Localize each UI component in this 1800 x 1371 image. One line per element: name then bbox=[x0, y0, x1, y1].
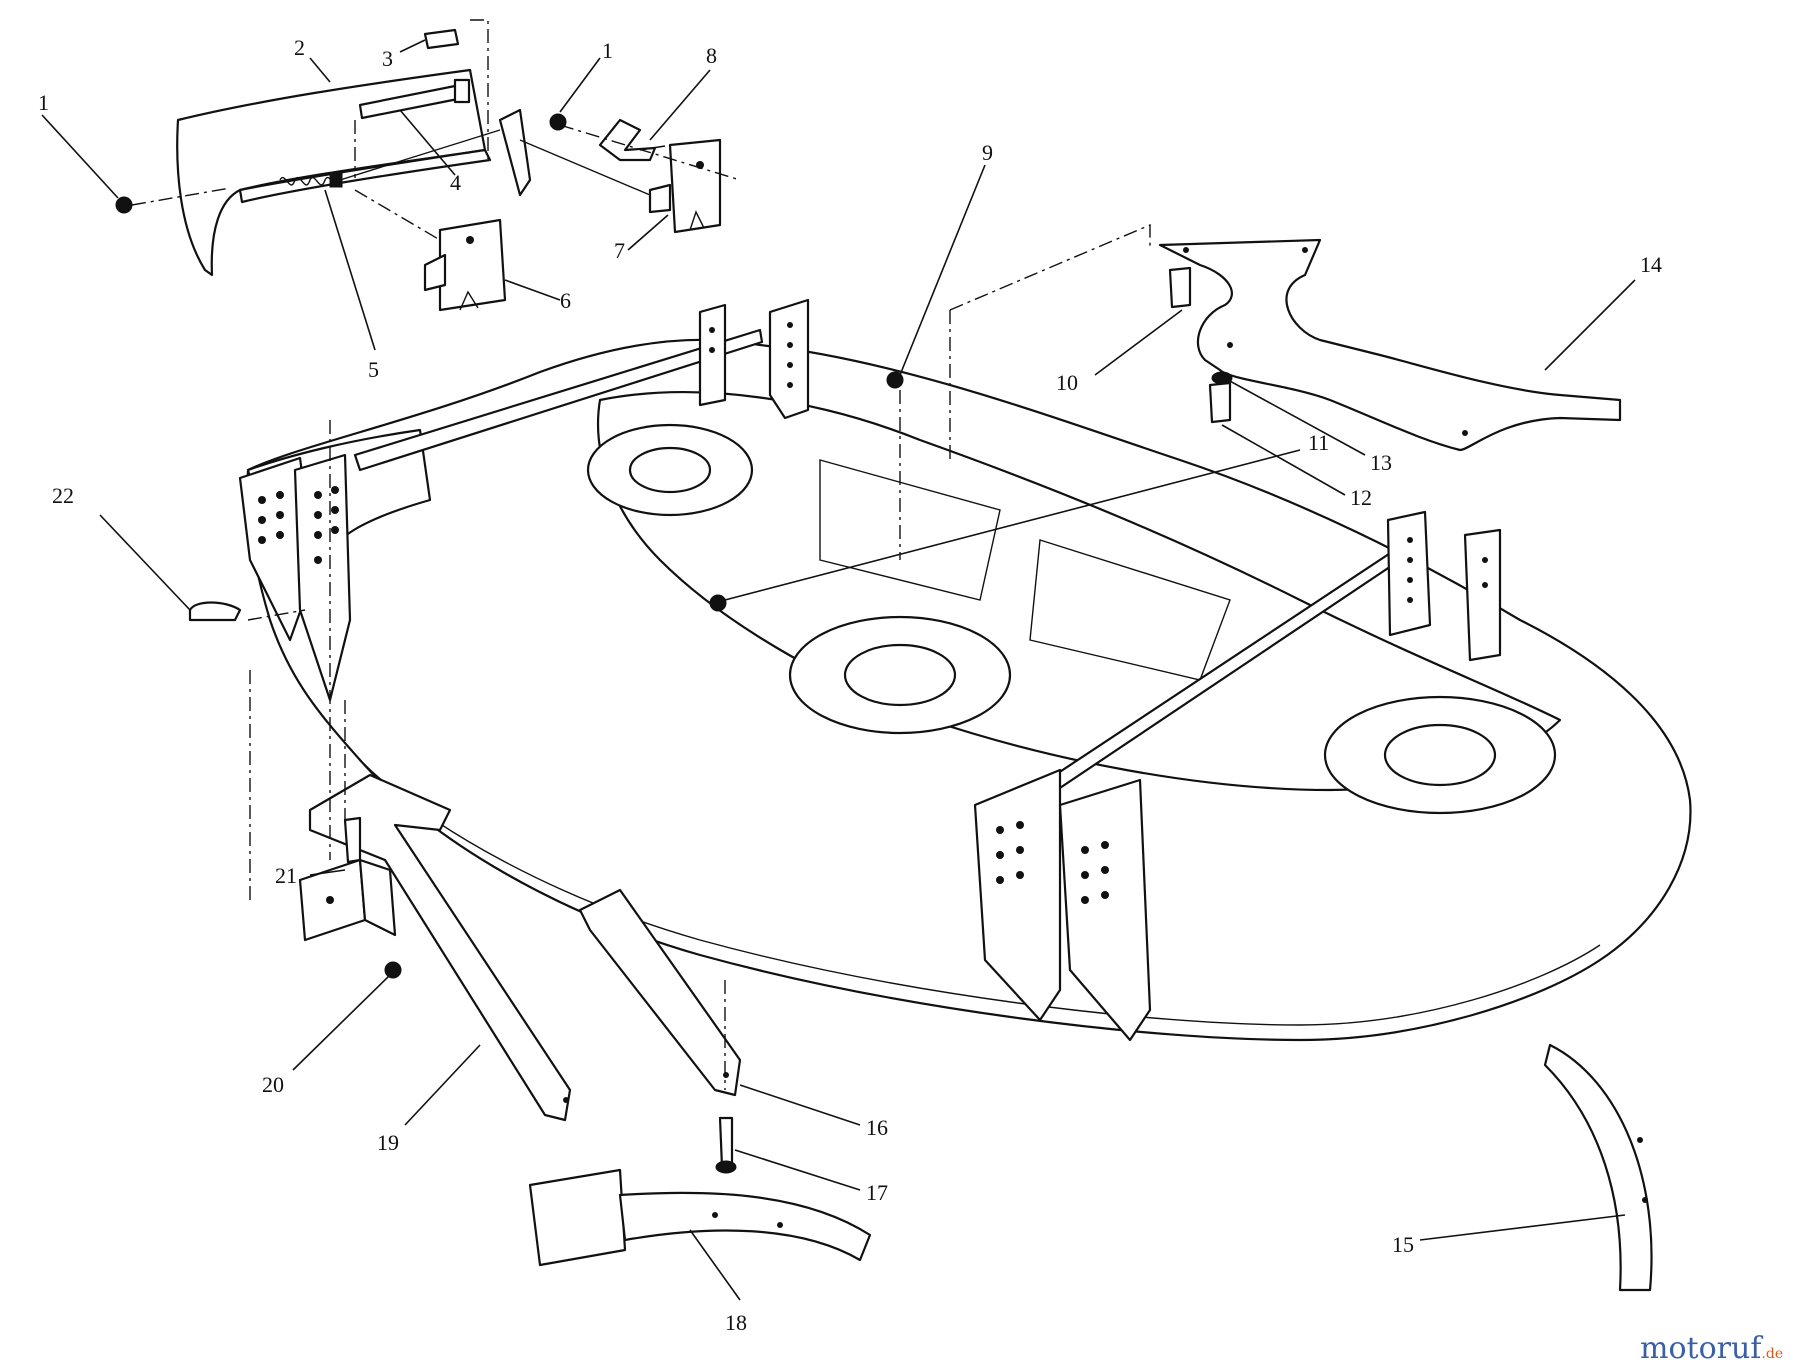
callout-18: 18 bbox=[725, 1310, 747, 1335]
brand-logo-name: motoruf bbox=[1640, 1331, 1763, 1366]
left-side-plates bbox=[238, 453, 352, 702]
callout-17: 17 bbox=[866, 1180, 888, 1205]
callout-16: 16 bbox=[866, 1115, 888, 1140]
callout-11: 11 bbox=[1308, 430, 1329, 455]
nut-9 bbox=[886, 371, 904, 389]
callout-3: 3 bbox=[382, 46, 393, 71]
callout-15: 15 bbox=[1392, 1232, 1414, 1257]
callout-10: 10 bbox=[1056, 370, 1078, 395]
callout-labels: 1 2 3 1 8 4 5 6 7 9 10 14 13 12 11 22 21… bbox=[38, 35, 1662, 1335]
callout-4: 4 bbox=[450, 170, 461, 195]
rear-guide-rod bbox=[353, 298, 810, 472]
right-support-bar bbox=[899, 223, 1622, 560]
callout-13: 13 bbox=[1370, 450, 1392, 475]
deck-housing bbox=[246, 338, 1692, 1042]
callout-9: 9 bbox=[982, 140, 993, 165]
callout-1-left: 1 bbox=[38, 90, 49, 115]
front-brackets bbox=[247, 420, 1653, 1292]
callout-21: 21 bbox=[275, 863, 297, 888]
callout-22: 22 bbox=[52, 483, 74, 508]
front-side-plates bbox=[973, 768, 1152, 1042]
callout-8: 8 bbox=[706, 43, 717, 68]
callout-5: 5 bbox=[368, 357, 379, 382]
leader-lines bbox=[41, 39, 1636, 1301]
callout-20: 20 bbox=[262, 1072, 284, 1097]
callout-7: 7 bbox=[614, 238, 625, 263]
callout-1-right: 1 bbox=[602, 38, 613, 63]
brand-logo: motoruf.de bbox=[1640, 1331, 1783, 1366]
nut-11 bbox=[709, 594, 727, 612]
discharge-deflector-assembly bbox=[115, 19, 741, 312]
callout-2: 2 bbox=[294, 35, 305, 60]
callout-19: 19 bbox=[377, 1130, 399, 1155]
brand-logo-suffix: .de bbox=[1761, 1346, 1783, 1362]
callout-6: 6 bbox=[560, 288, 571, 313]
callout-14: 14 bbox=[1640, 252, 1662, 277]
callout-12: 12 bbox=[1350, 485, 1372, 510]
